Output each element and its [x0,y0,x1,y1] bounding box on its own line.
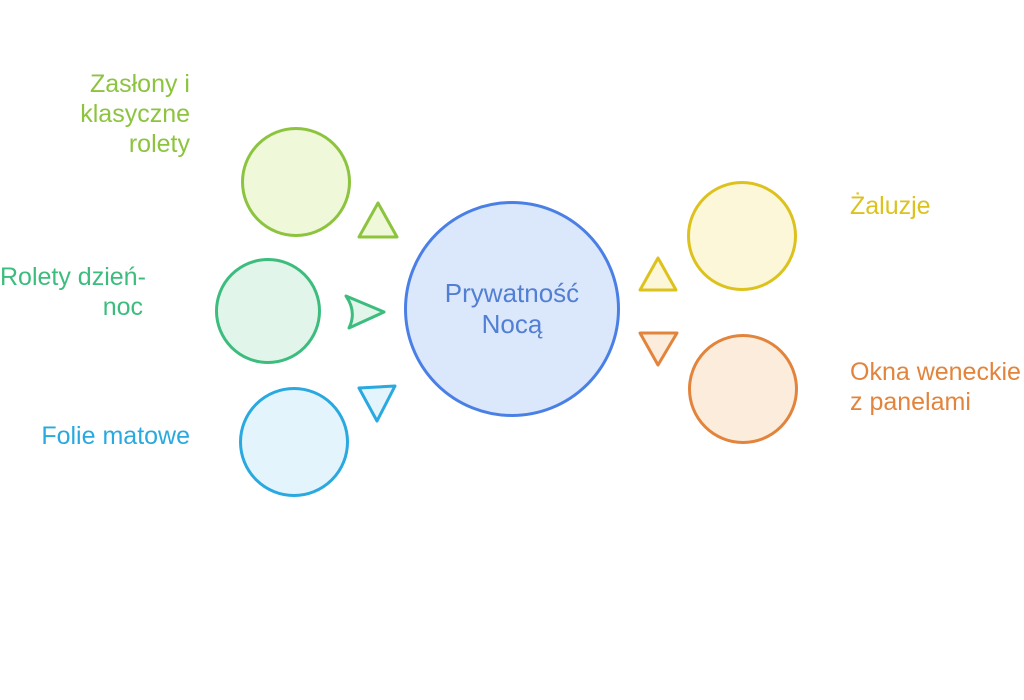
node-label-rolety-dzien-noc: Rolety dzień- noc [0,262,146,322]
triangle-down-icon [357,384,397,423]
arrow-right-icon [344,294,386,330]
triangle-up-icon [638,256,678,292]
triangle-up-icon [357,201,399,239]
node-label-okna-weneckie: Okna weneckie z panelami [850,357,1021,417]
center-label-line-1: Prywatność [444,278,580,308]
label-line: Żaluzje [850,192,931,220]
node-label-folie-matowe: Folie matowe [20,421,190,451]
label-line: klasyczne [80,100,190,128]
node-circle-zaslony-klasyczne-rolety[interactable] [241,127,351,237]
node-circle-zaluzje[interactable] [687,181,797,291]
node-label-zaluzje: Żaluzje [850,191,931,221]
node-label-zaslony-klasyczne-rolety: Zasłony i klasyczne rolety [20,69,190,159]
node-circle-folie-matowe[interactable] [239,387,349,497]
node-circle-okna-weneckie[interactable] [688,334,798,444]
node-circle-rolety-dzien-noc[interactable] [215,258,321,364]
label-line: rolety [128,130,190,158]
center-label-line-2: Nocą [481,309,543,339]
label-line: noc [102,293,143,321]
label-line: z panelami [850,388,971,416]
label-line: Rolety dzień- [0,263,146,291]
center-node-label: Prywatność Nocą [445,278,579,340]
label-line: Folie matowe [41,422,190,450]
label-line: Zasłony i [89,70,190,98]
label-line: Okna weneckie [850,358,1021,386]
center-node-circle[interactable]: Prywatność Nocą [404,201,620,417]
triangle-down-icon [638,331,679,367]
